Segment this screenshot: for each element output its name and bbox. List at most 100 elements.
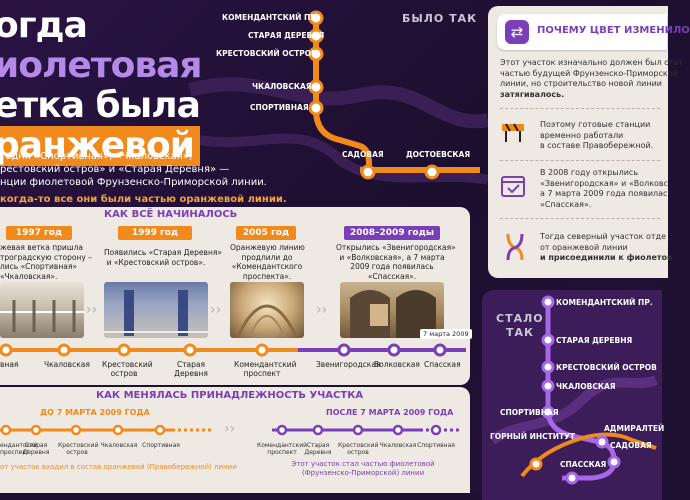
timeline-caption-1997: жевая ветка пришла троградскую сторону –… bbox=[0, 243, 92, 281]
why-text-line: временно работали bbox=[540, 130, 624, 140]
caption-line: «Спасская». bbox=[367, 271, 417, 281]
timeline-station: Крестовский остров bbox=[102, 360, 153, 378]
after-note: Этот участок стал частью фиолетовой (Фру… bbox=[288, 460, 438, 477]
background-map bbox=[188, 77, 490, 185]
chevron-right-icon: ›› bbox=[86, 302, 98, 318]
caption-line: продлили до bbox=[241, 252, 293, 262]
caption-line: троградскую сторону – bbox=[0, 252, 92, 262]
caption-line: проспекта». bbox=[242, 271, 292, 281]
why-text-3: В 2008 году открылись «Звенигородская» и… bbox=[540, 168, 668, 210]
station-dot bbox=[308, 28, 324, 44]
intro-line-3: нции фиолетовой Фрунзенско-Приморской ли… bbox=[0, 177, 267, 188]
intro-text: годня «Спортивная», «Чкаловская», рестов… bbox=[0, 150, 287, 206]
chevron-right-icon: ›› bbox=[316, 302, 328, 318]
why-text-line: затягивалось. bbox=[500, 89, 565, 99]
purple-line-map bbox=[489, 295, 658, 485]
station-dot bbox=[360, 164, 376, 180]
caption-line: «Чкаловская». bbox=[0, 271, 58, 281]
station-dot bbox=[308, 10, 324, 26]
station-dot bbox=[424, 164, 440, 180]
photo-date-badge: 7 марта 2009 bbox=[420, 329, 472, 339]
top-station-label: ЧКАЛОВСКАЯ bbox=[252, 82, 312, 91]
top-station-label: КОМЕНДАНТСКИЙ ПР. bbox=[222, 13, 319, 22]
timeline-station: Чкаловская bbox=[44, 360, 90, 369]
bottom-station-label: СПОРТИВНАЯ bbox=[500, 408, 559, 417]
bottom-station-label: ЧКАЛОВСКАЯ bbox=[556, 382, 616, 391]
ownership-header: КАК МЕНЯЛАСЬ ПРИНАДЛЕЖНОСТЬ УЧАСТКА bbox=[96, 390, 364, 401]
after-label: ПОСЛЕ 7 МАРТА 2009 ГОДА bbox=[326, 408, 454, 417]
top-station-label: ДОСТОЕВСКАЯ bbox=[406, 150, 471, 159]
caption-line: и «Крестовский остров». bbox=[106, 257, 206, 267]
station-dot bbox=[308, 46, 324, 62]
bottom-station-label: САДОВАЯ bbox=[610, 441, 652, 450]
year-badge-2005: 2005 год bbox=[236, 226, 296, 240]
before-station: Крестовский остров bbox=[58, 442, 99, 456]
after-station: Спортивная bbox=[417, 442, 455, 449]
after-stamp-line: СТАЛО bbox=[496, 312, 544, 325]
before-note: от участок входил в состав оранжевой (Пр… bbox=[0, 463, 237, 471]
why-text-line: «Звенигородская» и «Волковс bbox=[540, 178, 669, 188]
why-text-line: линии, но строительство новой линии bbox=[500, 79, 662, 88]
title-line-3: етка была bbox=[0, 85, 201, 126]
after-note-line: Этот участок стал частью фиолетовой bbox=[291, 460, 435, 468]
chevron-right-icon: ›› bbox=[224, 421, 236, 437]
caption-line: Появились «Старая Деревня» bbox=[104, 248, 222, 257]
timeline-station: Звенигородская bbox=[316, 360, 381, 369]
why-panel bbox=[488, 6, 668, 278]
why-text-line: Тогда северный участок отде bbox=[540, 232, 666, 241]
bottom-station-label: КРЕСТОВСКИЙ ОСТРОВ bbox=[556, 363, 657, 372]
before-station: Старая Деревня bbox=[22, 442, 50, 456]
station-photo bbox=[104, 282, 208, 338]
bottom-station-label: КОМЕНДАНТСКИЙ ПР. bbox=[556, 298, 653, 307]
year-badge-2008-2009: 2008–2009 годы bbox=[344, 226, 440, 240]
after-stamp-line: ТАК bbox=[506, 326, 535, 339]
before-station: ендантский проспект bbox=[0, 442, 38, 456]
divider bbox=[500, 218, 660, 219]
after-station: Комендантский проспект bbox=[256, 442, 308, 456]
arrows-cycle-icon: ⇄ bbox=[505, 20, 529, 44]
bottom-station-label: СТАРАЯ ДЕРЕВНЯ bbox=[556, 336, 633, 345]
caption-line: Оранжевую линию bbox=[230, 243, 305, 252]
why-text-line: Этот участок изначально должен был стат bbox=[500, 58, 683, 67]
intro-line-1: годня «Спортивная», «Чкаловская», bbox=[0, 151, 193, 162]
divider bbox=[500, 160, 660, 161]
why-panel-header: ⇄ ПОЧЕМУ ЦВЕТ ИЗМЕНИЛО bbox=[497, 14, 690, 50]
bottom-station-label: АДМИРАЛТЕЙ bbox=[604, 424, 665, 433]
why-text-line: В 2008 году открылись bbox=[540, 168, 639, 177]
timeline-station: вная bbox=[0, 360, 19, 369]
after-station: Чкаловская bbox=[379, 442, 417, 449]
top-station-label: САДОВАЯ bbox=[342, 150, 384, 159]
caption-line: 2009 года появилась bbox=[350, 262, 434, 271]
top-station-label: СПОРТИВНАЯ bbox=[250, 103, 309, 112]
station-photo bbox=[0, 282, 84, 338]
timeline-caption-1999: Появились «Старая Деревня» и «Крестовски… bbox=[104, 248, 222, 267]
divider bbox=[500, 108, 660, 109]
after-map bbox=[482, 290, 662, 500]
why-text-line: Поэтому готовые станции bbox=[540, 120, 651, 129]
timeline-header: КАК ВСЁ НАЧИНАЛОСЬ bbox=[104, 209, 238, 220]
station-dot bbox=[308, 79, 324, 95]
top-station-label: СТАРАЯ ДЕРЕВНЯ bbox=[248, 31, 325, 40]
caption-line: и «Волковская», а 7 марта bbox=[339, 252, 445, 262]
orange-line-map bbox=[308, 10, 480, 180]
before-stamp: БЫЛО ТАК bbox=[402, 12, 478, 25]
why-text-2: Поэтому готовые станции временно работал… bbox=[540, 120, 653, 152]
why-text-line: частью будущей Фрунзенско-Приморской bbox=[500, 68, 678, 78]
title-line-1: огда bbox=[0, 5, 88, 46]
calendar-check-icon bbox=[500, 172, 526, 198]
timeline-station: Старая Деревня bbox=[174, 360, 208, 378]
station-photo bbox=[230, 282, 304, 338]
before-station: Спортивная bbox=[142, 442, 180, 449]
top-station-label: КРЕСТОВСКИЙ ОСТРОВ bbox=[216, 49, 317, 58]
after-station: Старая Деревня bbox=[304, 442, 332, 456]
title-line-2: иолетовая bbox=[0, 45, 203, 86]
timeline-caption-2005: Оранжевую линию продлили до «Комендантск… bbox=[230, 243, 305, 281]
caption-line: жевая ветка пришла bbox=[0, 243, 83, 252]
why-text-line: в составе Правобережной. bbox=[540, 141, 654, 150]
split-merge-icon bbox=[502, 232, 528, 261]
bottom-station-label: СПАССКАЯ bbox=[560, 460, 607, 469]
caption-line: Открылись «Звенигородская» bbox=[336, 243, 456, 252]
barrier-icon bbox=[500, 118, 526, 144]
timeline-station: Комендантский проспект bbox=[234, 360, 297, 378]
why-text-line: «Спасская». bbox=[540, 199, 592, 209]
